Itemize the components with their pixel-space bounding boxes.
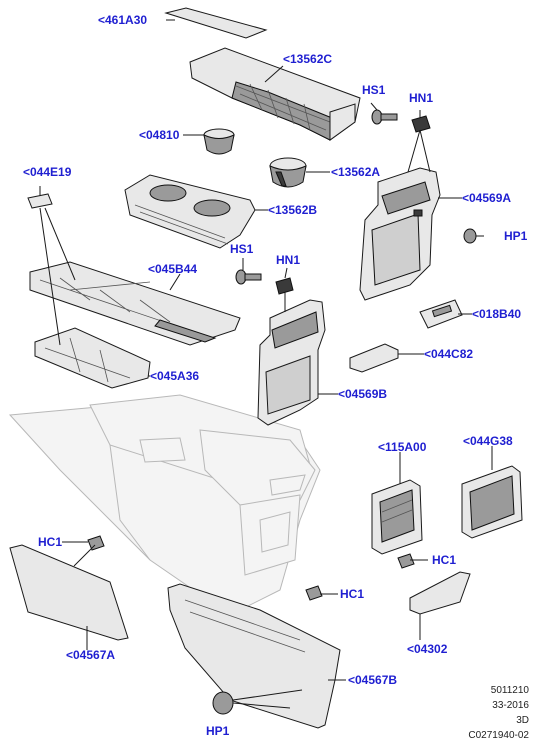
callout-04569B[interactable]: <04569B [338, 387, 388, 401]
callout-04567A[interactable]: <04567A [66, 648, 116, 662]
ref-code: C0271940-02 [468, 730, 529, 741]
ref-view: 3D [516, 715, 529, 726]
callout-HC1-right[interactable]: HC1 [432, 553, 457, 567]
part-HC1-clip-bottom[interactable] [305, 585, 323, 601]
leader-lines [39, 19, 493, 709]
console-assembly-ghost [8, 394, 321, 616]
callout-13562B[interactable]: <13562B [268, 203, 318, 217]
part-044C82-bracket[interactable] [349, 343, 399, 373]
part-HP1-plug-bottom[interactable] [212, 691, 234, 715]
part-04567A-panel[interactable] [9, 544, 129, 641]
part-115A00-module[interactable] [371, 479, 423, 555]
part-HN1-nut-mid[interactable] [275, 277, 294, 295]
callout-13562A[interactable]: <13562A [331, 165, 381, 179]
callout-044E19[interactable]: <044E19 [23, 165, 72, 179]
part-461A30-mat[interactable] [164, 7, 268, 39]
part-018B40-switch[interactable] [419, 299, 463, 329]
part-04567B-panel[interactable] [167, 583, 341, 729]
callout-HC1-bottom[interactable]: HC1 [340, 587, 365, 601]
callout-045A36[interactable]: <045A36 [150, 369, 200, 383]
callout-115A00[interactable]: <115A00 [378, 440, 427, 454]
part-04569A-panel[interactable] [359, 167, 441, 301]
ref-date: 33-2016 [492, 700, 529, 711]
part-04569B-panel[interactable] [257, 299, 326, 426]
callout-13562C[interactable]: <13562C [283, 52, 333, 66]
part-13562C-bin[interactable] [189, 47, 361, 141]
part-045B44-tray[interactable] [29, 261, 241, 346]
callout-018B40[interactable]: <018B40 [472, 307, 522, 321]
part-045A36-frame[interactable] [34, 327, 151, 389]
part-04302-trim[interactable] [409, 571, 471, 615]
callout-04810[interactable]: <04810 [139, 128, 180, 142]
callout-045B44[interactable]: <045B44 [148, 262, 198, 276]
callout-HP1-top[interactable]: HP1 [504, 229, 528, 243]
callout-HS1-top[interactable]: HS1 [362, 83, 386, 97]
part-044E19-clip[interactable] [27, 193, 53, 209]
callout-044G38[interactable]: <044G38 [463, 434, 513, 448]
callout-HN1-top[interactable]: HN1 [409, 91, 434, 105]
callout-HP1-bottom[interactable]: HP1 [206, 724, 230, 738]
callout-044C82[interactable]: <044C82 [424, 347, 474, 361]
callout-04302[interactable]: <04302 [407, 642, 448, 656]
callout-04567B[interactable]: <04567B [348, 673, 398, 687]
callout-461A30[interactable]: <461A30 [98, 13, 148, 27]
part-HS1-screw-mid[interactable] [235, 269, 262, 285]
part-HS1-screw-top[interactable] [371, 109, 398, 125]
callout-HS1-mid[interactable]: HS1 [230, 242, 254, 256]
part-HP1-plug-top[interactable] [463, 228, 477, 244]
part-HN1-nut-top[interactable] [411, 115, 431, 133]
part-HC1-clip-left[interactable] [87, 535, 105, 551]
callout-HN1-mid[interactable]: HN1 [276, 253, 301, 267]
part-044G38-module[interactable] [461, 465, 523, 539]
part-HC1-clip-right[interactable] [397, 553, 415, 569]
part-04810-cup[interactable] [203, 128, 235, 155]
ref-number: 5011210 [490, 685, 529, 696]
callout-HC1-left[interactable]: HC1 [38, 535, 63, 549]
callout-04569A[interactable]: <04569A [462, 191, 512, 205]
part-13562B-housing[interactable] [124, 174, 256, 249]
part-13562A-cup-holder[interactable] [269, 157, 307, 188]
